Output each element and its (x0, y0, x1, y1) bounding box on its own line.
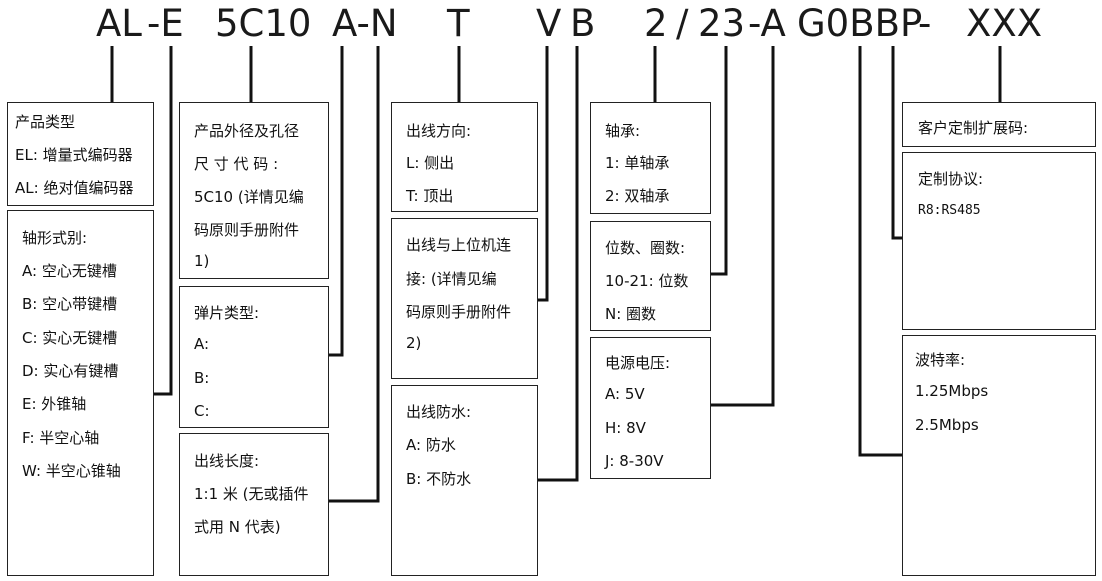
product-type-box: 产品类型 EL: 增量式编码器 AL: 绝对值编码器 (7, 102, 154, 206)
code-segment-voltage: -A (748, 2, 786, 45)
custom-protocol-rs485: R8:RS485 (918, 203, 981, 218)
product-type-al: AL: 绝对值编码器 (15, 179, 134, 197)
host-connection-line-4: 2) (406, 334, 422, 352)
waterproof-b: B: 不防水 (406, 470, 472, 488)
baud-rate-1-25: 1.25Mbps (915, 382, 989, 400)
code-segment-custom: XXX (966, 2, 1043, 45)
product-type-title: 产品类型 (15, 113, 76, 131)
power-voltage-j: J: 8-30V (605, 452, 664, 470)
code-segment-al: AL (96, 2, 142, 45)
connector-connection (538, 46, 549, 302)
host-connection-line-3: 码原则手册附件 (406, 303, 512, 321)
baud-rate-2-5: 2.5Mbps (915, 416, 979, 434)
shaft-type-a: A: 空心无键槽 (22, 262, 117, 280)
waterproof-title: 出线防水: (406, 403, 472, 421)
code-segment-connection: V (536, 2, 562, 45)
size-code-box: 产品外径及孔径 尺 寸 代 码 : 5C10 (详情见编 码原则手册附件 1) (179, 102, 329, 279)
outlet-direction-t: T: 顶出 (406, 187, 454, 205)
size-code-line-3: 5C10 (详情见编 (194, 188, 304, 206)
host-connection-line-2: 接: (详情见编 (406, 270, 497, 288)
connector-bits (711, 46, 728, 276)
connector-voltage (711, 46, 775, 407)
connector-waterproof (538, 46, 579, 482)
size-code-line-5: 1) (194, 252, 210, 270)
spring-type-a: A: (194, 335, 210, 353)
baud-rate-title: 波特率: (915, 351, 966, 369)
code-segment-size: 5C10 (215, 2, 312, 45)
cable-length-title: 出线长度: (194, 452, 260, 470)
custom-protocol-box: 定制协议: R8:RS485 (902, 152, 1096, 330)
code-segment-e: -E (147, 2, 184, 45)
code-segment-direction: T (447, 2, 470, 45)
bearing-1: 1: 单轴承 (605, 154, 670, 172)
shaft-type-w: W: 半空心锥轴 (22, 462, 121, 480)
connector-e (153, 46, 173, 396)
connector-cable (329, 46, 380, 503)
shaft-type-title: 轴形式别: (22, 229, 88, 247)
spring-type-b: B: (194, 369, 210, 387)
code-segment-protocol: G0BBP (797, 2, 923, 45)
power-voltage-h: H: 8V (605, 419, 646, 437)
host-connection-box: 出线与上位机连 接: (详情见编 码原则手册附件 2) (391, 218, 538, 379)
bearing-title: 轴承: (605, 122, 641, 140)
cable-length-box: 出线长度: 1:1 米 (无或插件 式用 N 代表) (179, 433, 329, 576)
shaft-type-c: C: 实心无键槽 (22, 329, 118, 347)
bits-turns-bits: 10-21: 位数 (605, 272, 689, 290)
shaft-type-d: D: 实心有键槽 (22, 362, 119, 380)
bits-turns-title: 位数、圈数: (605, 239, 686, 257)
custom-protocol-title: 定制协议: (918, 170, 984, 188)
bearing-2: 2: 双轴承 (605, 187, 670, 205)
outlet-direction-l: L: 侧出 (406, 154, 455, 172)
spring-type-title: 弹片类型: (194, 304, 260, 322)
shaft-type-f: F: 半空心轴 (22, 429, 100, 447)
custom-ext-box: 客户定制扩展码: (902, 102, 1096, 147)
connector-spring (329, 46, 344, 357)
code-segment-slash: / (676, 2, 689, 45)
shaft-type-b: B: 空心带键槽 (22, 295, 118, 313)
power-voltage-title: 电源电压: (605, 354, 671, 372)
cable-length-line-1: 1:1 米 (无或插件 (194, 485, 309, 503)
bits-turns-turns: N: 圈数 (605, 305, 657, 323)
code-segment-dash: - (918, 2, 932, 45)
spring-type-c: C: (194, 402, 210, 420)
code-segment-bearing: 2 (644, 2, 668, 45)
power-voltage-a: A: 5V (605, 385, 645, 403)
connector-protocol (891, 46, 902, 240)
outlet-direction-title: 出线方向: (406, 122, 472, 140)
spring-type-box: 弹片类型: A: B: C: (179, 286, 329, 428)
waterproof-box: 出线防水: A: 防水 B: 不防水 (391, 385, 538, 576)
product-type-el: EL: 增量式编码器 (15, 146, 133, 164)
bearing-box: 轴承: 1: 单轴承 2: 双轴承 (590, 102, 711, 214)
shaft-type-box: 轴形式别: A: 空心无键槽 B: 空心带键槽 C: 实心无键槽 D: 实心有键… (7, 210, 154, 576)
baud-rate-box: 波特率: 1.25Mbps 2.5Mbps (902, 335, 1096, 576)
code-segment-bits: 23 (698, 2, 746, 45)
code-segment-spring-cable: A-N (332, 2, 398, 45)
custom-ext-title: 客户定制扩展码: (918, 119, 1029, 137)
size-code-line-2: 尺 寸 代 码 : (194, 155, 279, 173)
bits-turns-box: 位数、圈数: 10-21: 位数 N: 圈数 (590, 221, 711, 331)
size-code-line-4: 码原则手册附件 (194, 221, 300, 239)
waterproof-a: A: 防水 (406, 436, 456, 454)
cable-length-line-2: 式用 N 代表) (194, 518, 281, 536)
size-code-line-1: 产品外径及孔径 (194, 122, 300, 140)
connector-baud (858, 46, 902, 457)
outlet-direction-box: 出线方向: L: 侧出 T: 顶出 (391, 102, 538, 212)
code-segment-waterproof: B (570, 2, 596, 45)
host-connection-line-1: 出线与上位机连 (406, 236, 512, 254)
shaft-type-e: E: 外锥轴 (22, 395, 87, 413)
power-voltage-box: 电源电压: A: 5V H: 8V J: 8-30V (590, 337, 711, 479)
